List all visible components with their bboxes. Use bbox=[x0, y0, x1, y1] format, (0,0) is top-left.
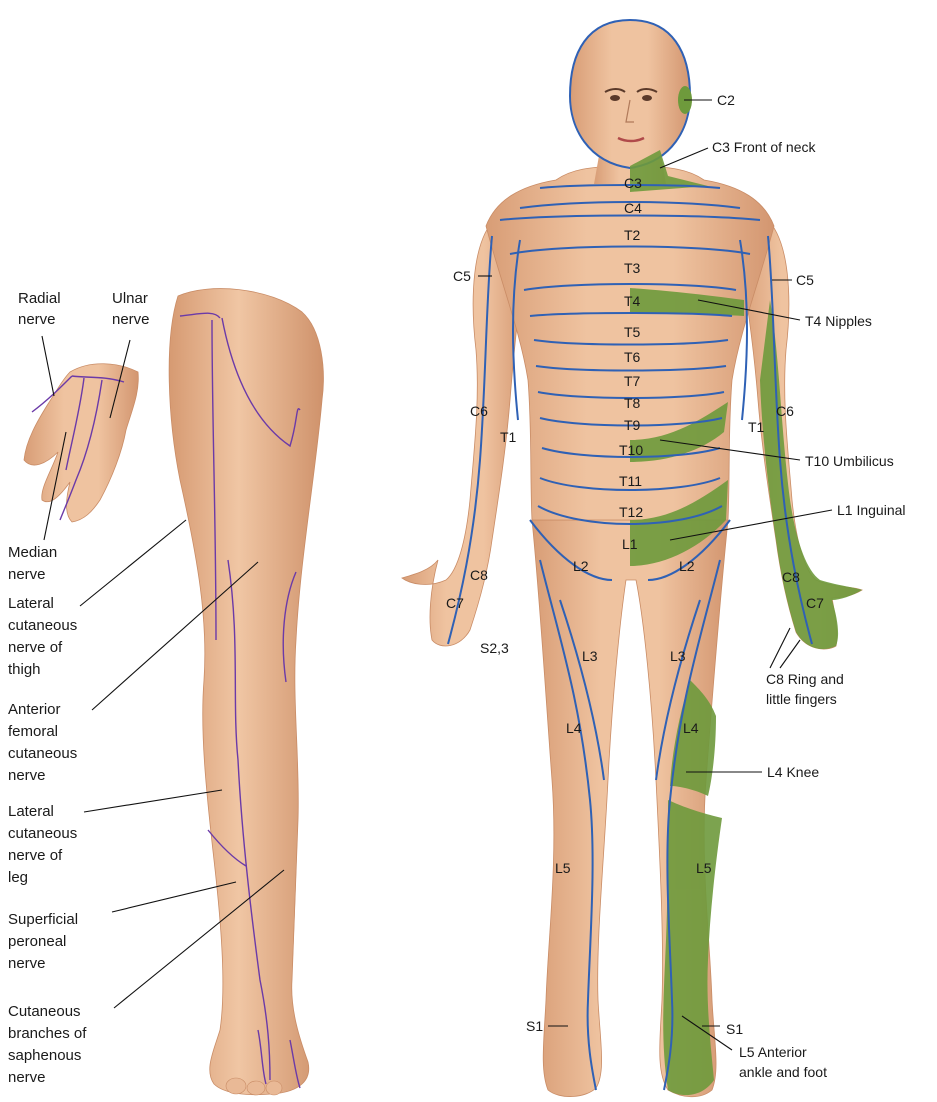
seg-t6: T6 bbox=[624, 349, 641, 365]
seg-t1-right: T1 bbox=[748, 419, 765, 435]
seg-l3-left: L3 bbox=[582, 648, 598, 664]
callout-c8-ring-little-fingers: C8 Ring and little fingers bbox=[766, 671, 848, 707]
seg-s1-left: S1 bbox=[526, 1018, 543, 1034]
seg-t5: T5 bbox=[624, 324, 641, 340]
seg-t2: T2 bbox=[624, 227, 641, 243]
label-lateral-cutaneous-nerve-leg: Lateral cutaneous nerve of leg bbox=[8, 803, 81, 886]
seg-t11: T11 bbox=[619, 473, 642, 489]
seg-c8-right: C8 bbox=[782, 569, 800, 585]
seg-t10: T10 bbox=[619, 442, 643, 458]
seg-t9: T9 bbox=[624, 417, 641, 433]
seg-c3: C3 bbox=[624, 175, 642, 191]
seg-s1-right: S1 bbox=[726, 1021, 743, 1037]
label-ulnar-nerve: Ulnar nerve bbox=[112, 290, 152, 328]
label-lateral-cutaneous-nerve-thigh: Lateral cutaneous nerve of thigh bbox=[8, 595, 81, 678]
seg-c5-right: C5 bbox=[796, 272, 814, 288]
hand-illustration bbox=[24, 364, 138, 522]
seg-l5-right: L5 bbox=[696, 860, 712, 876]
callout-l4-knee: L4 Knee bbox=[767, 764, 819, 780]
callout-c3-front-of-neck: C3 Front of neck bbox=[712, 139, 816, 155]
seg-c6-right: C6 bbox=[776, 403, 794, 419]
seg-l5-left: L5 bbox=[555, 860, 571, 876]
seg-l4-left: L4 bbox=[566, 720, 582, 736]
callout-t10-umbilicus: T10 Umbilicus bbox=[805, 453, 894, 469]
seg-l2-left: L2 bbox=[573, 558, 589, 574]
seg-t1-left: T1 bbox=[500, 429, 517, 445]
seg-t4: T4 bbox=[624, 293, 641, 309]
seg-l4-right: L4 bbox=[683, 720, 699, 736]
label-anterior-femoral-cutaneous-nerve: Anterior femoral cutaneous nerve bbox=[8, 701, 81, 784]
seg-c6-left: C6 bbox=[470, 403, 488, 419]
seg-c7-right: C7 bbox=[806, 595, 824, 611]
seg-l1: L1 bbox=[622, 536, 638, 552]
seg-l3-right: L3 bbox=[670, 648, 686, 664]
label-radial-nerve: Radial nerve bbox=[18, 290, 65, 328]
seg-c5-left: C5 bbox=[453, 268, 471, 284]
label-superficial-peroneal-nerve: Superficial peroneal nerve bbox=[8, 911, 82, 972]
label-median-nerve: Median nerve bbox=[8, 544, 61, 583]
callout-l1-inguinal: L1 Inguinal bbox=[837, 502, 906, 518]
seg-t12: T12 bbox=[619, 504, 643, 520]
label-saphenous-nerve-branches: Cutaneous branches of saphenous nerve bbox=[8, 1003, 91, 1086]
seg-c4: C4 bbox=[624, 200, 642, 216]
seg-s23: S2,3 bbox=[480, 640, 509, 656]
seg-c8-left: C8 bbox=[470, 567, 488, 583]
seg-t3: T3 bbox=[624, 260, 641, 276]
seg-t7: T7 bbox=[624, 373, 641, 389]
seg-c7-left: C7 bbox=[446, 595, 464, 611]
leg-illustration bbox=[169, 289, 323, 1095]
seg-l2-right: L2 bbox=[679, 558, 695, 574]
callout-c2: C2 bbox=[717, 92, 735, 108]
callout-t4-nipples: T4 Nipples bbox=[805, 313, 872, 329]
callout-l5-anterior-ankle-foot: L5 Anterior ankle and foot bbox=[739, 1044, 827, 1080]
seg-t8: T8 bbox=[624, 395, 641, 411]
